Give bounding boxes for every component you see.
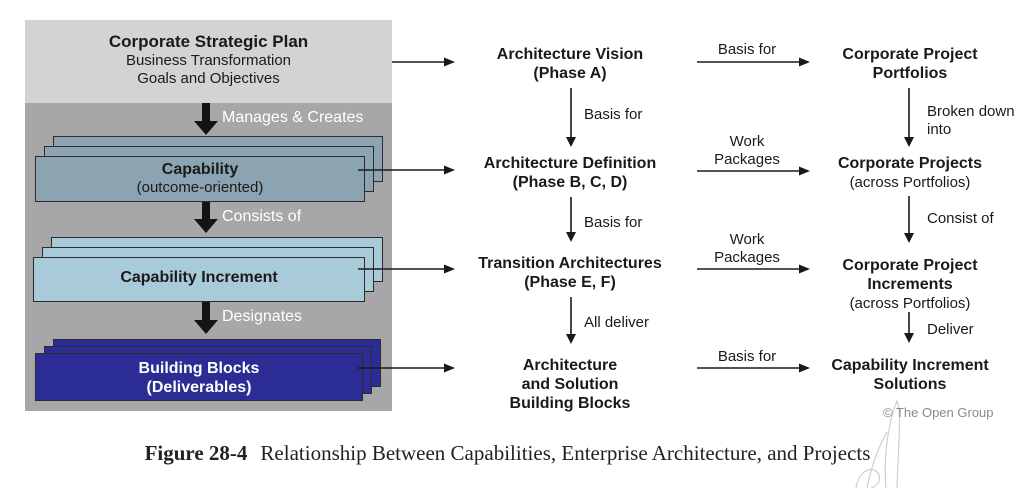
capability-stack: Capability (outcome-oriented): [35, 136, 383, 202]
cross-work-packages-1: Work Packages: [692, 133, 802, 169]
capability-title: Capability: [161, 161, 239, 178]
cross-work-packages-2: Work Packages: [692, 231, 802, 267]
packages-line: Packages: [714, 151, 780, 168]
architecture-vision-line2: (Phase A): [533, 65, 607, 82]
node-transition-architectures: Transition Architectures (Phase E, F): [445, 254, 695, 292]
corporate-projects-line2: (across Portfolios): [849, 174, 971, 191]
strategic-plan-line3: Goals and Objectives: [137, 69, 280, 87]
capability-box: Capability (outcome-oriented): [35, 156, 365, 202]
node-architecture-solution-building-blocks: Architecture and Solution Building Block…: [445, 356, 695, 413]
node-capability-increment-solutions: Capability Increment Solutions: [785, 356, 1015, 394]
capability-increment-title: Capability Increment: [120, 269, 278, 286]
figure-caption-number: Figure 28-4: [144, 441, 248, 465]
portfolios-line1: Corporate Project: [842, 46, 978, 63]
transition-architectures-line2: (Phase E, F): [524, 274, 616, 291]
cross-basis-for-1: Basis for: [717, 41, 777, 58]
increments-line3: (across Portfolios): [849, 295, 971, 312]
architecture-definition-line2: (Phase B, C, D): [512, 174, 628, 191]
strategic-plan-line2: Business Transformation: [125, 52, 292, 69]
capability-increment-stack: Capability Increment: [33, 237, 383, 302]
broken-down-line1: Broken down: [927, 103, 1015, 120]
asbb-line3: Building Blocks: [509, 395, 631, 412]
work-line: Work: [729, 133, 765, 150]
corporate-strategic-plan-box: Corporate Strategic Plan Business Transf…: [25, 20, 392, 103]
portfolios-line2: Portfolios: [872, 65, 948, 82]
consists-of-label: Consists of: [222, 208, 302, 225]
figure-caption: Figure 28-4 Relationship Between Capabili…: [0, 441, 1015, 466]
open-group-copyright: © The Open Group: [883, 405, 994, 420]
work-line-2: Work: [729, 231, 765, 248]
deliver-label: Deliver: [927, 321, 974, 338]
figure-caption-text: Relationship Between Capabilities, Enter…: [260, 441, 871, 465]
node-architecture-vision: Architecture Vision (Phase A): [445, 45, 695, 83]
cross-basis-for-2: Basis for: [717, 348, 777, 365]
increments-line2: Increments: [867, 276, 953, 293]
cis-line2: Solutions: [873, 376, 947, 393]
cis-line1: Capability Increment: [831, 357, 989, 374]
node-corporate-projects: Corporate Projects (across Portfolios): [785, 154, 1015, 192]
corporate-projects-line1: Corporate Projects: [837, 155, 983, 172]
architecture-definition-line1: Architecture Definition: [483, 155, 657, 172]
node-architecture-definition: Architecture Definition (Phase B, C, D): [445, 154, 695, 192]
capability-subtitle: (outcome-oriented): [136, 179, 264, 196]
basis-for-label-2: Basis for: [584, 214, 643, 231]
designates-label: Designates: [222, 308, 303, 325]
building-blocks-title: Building Blocks: [138, 360, 260, 377]
broken-down-line2: into: [927, 120, 952, 138]
node-corporate-project-portfolios: Corporate Project Portfolios: [785, 45, 1015, 83]
basis-for-label-1: Basis for: [584, 106, 643, 123]
architecture-vision-line1: Architecture Vision: [496, 46, 644, 63]
increments-line1: Corporate Project: [842, 257, 978, 274]
building-blocks-stack: Building Blocks (Deliverables): [35, 339, 381, 401]
packages-line-2: Packages: [714, 249, 780, 266]
building-blocks-box: Building Blocks (Deliverables): [35, 353, 363, 401]
transition-architectures-line1: Transition Architectures: [478, 255, 662, 272]
arrow-heads: [444, 57, 914, 373]
all-deliver-label: All deliver: [584, 314, 650, 331]
node-corporate-project-increments: Corporate Project Increments (across Por…: [785, 256, 1015, 313]
asbb-line2: and Solution: [521, 376, 619, 393]
asbb-line1: Architecture: [522, 357, 618, 374]
building-blocks-subtitle: (Deliverables): [146, 379, 252, 396]
consist-of-label: Consist of: [927, 210, 994, 227]
manages-creates-label: Manages & Creates: [222, 109, 364, 126]
broken-down-into-label: Broken down into: [927, 103, 1015, 138]
capability-increment-box: Capability Increment: [33, 257, 365, 302]
strategic-plan-title: Corporate Strategic Plan: [108, 32, 309, 51]
